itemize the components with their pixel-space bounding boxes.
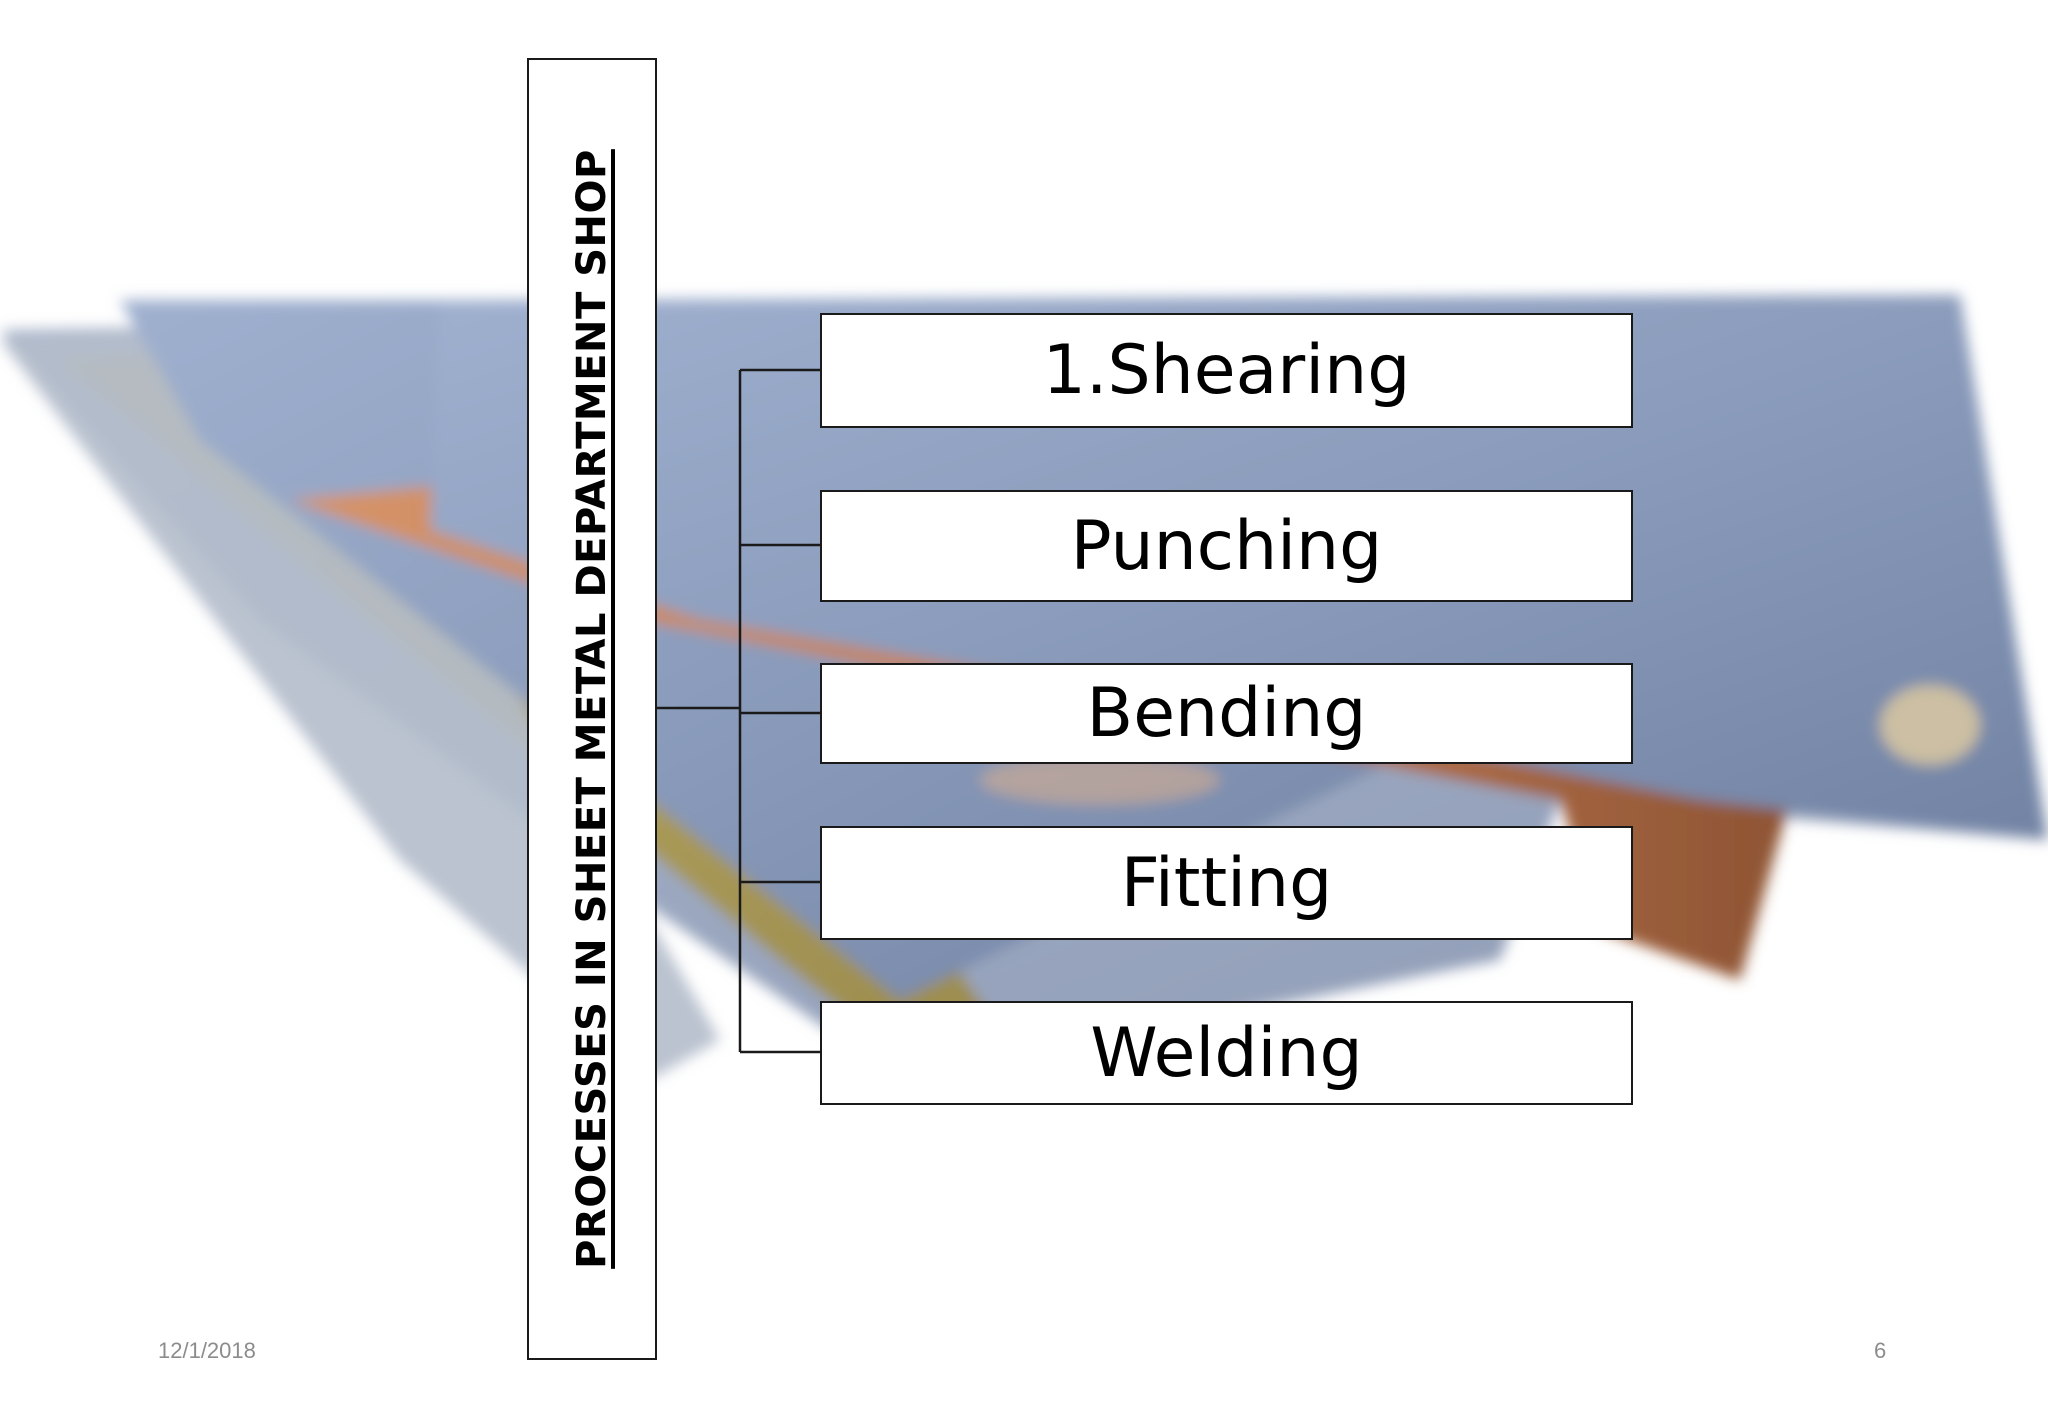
process-box-bending: Bending: [820, 663, 1633, 764]
process-label: Fitting: [1120, 843, 1333, 923]
diagram-title: PROCESSES IN SHEET METAL DEPARTMENT SHOP: [569, 149, 615, 1269]
footer-date: 12/1/2018: [158, 1338, 256, 1363]
process-label: Punching: [1070, 506, 1383, 586]
title-box: PROCESSES IN SHEET METAL DEPARTMENT SHOP: [527, 58, 657, 1360]
process-box-welding: Welding: [820, 1001, 1633, 1105]
process-label: Welding: [1090, 1013, 1363, 1093]
process-box-punching: Punching: [820, 490, 1633, 602]
process-label: Bending: [1086, 674, 1367, 753]
process-box-fitting: Fitting: [820, 826, 1633, 940]
process-label: 1.Shearing: [1042, 331, 1411, 410]
page-number: 6: [1874, 1338, 1887, 1363]
process-box-shearing: 1.Shearing: [820, 313, 1633, 428]
